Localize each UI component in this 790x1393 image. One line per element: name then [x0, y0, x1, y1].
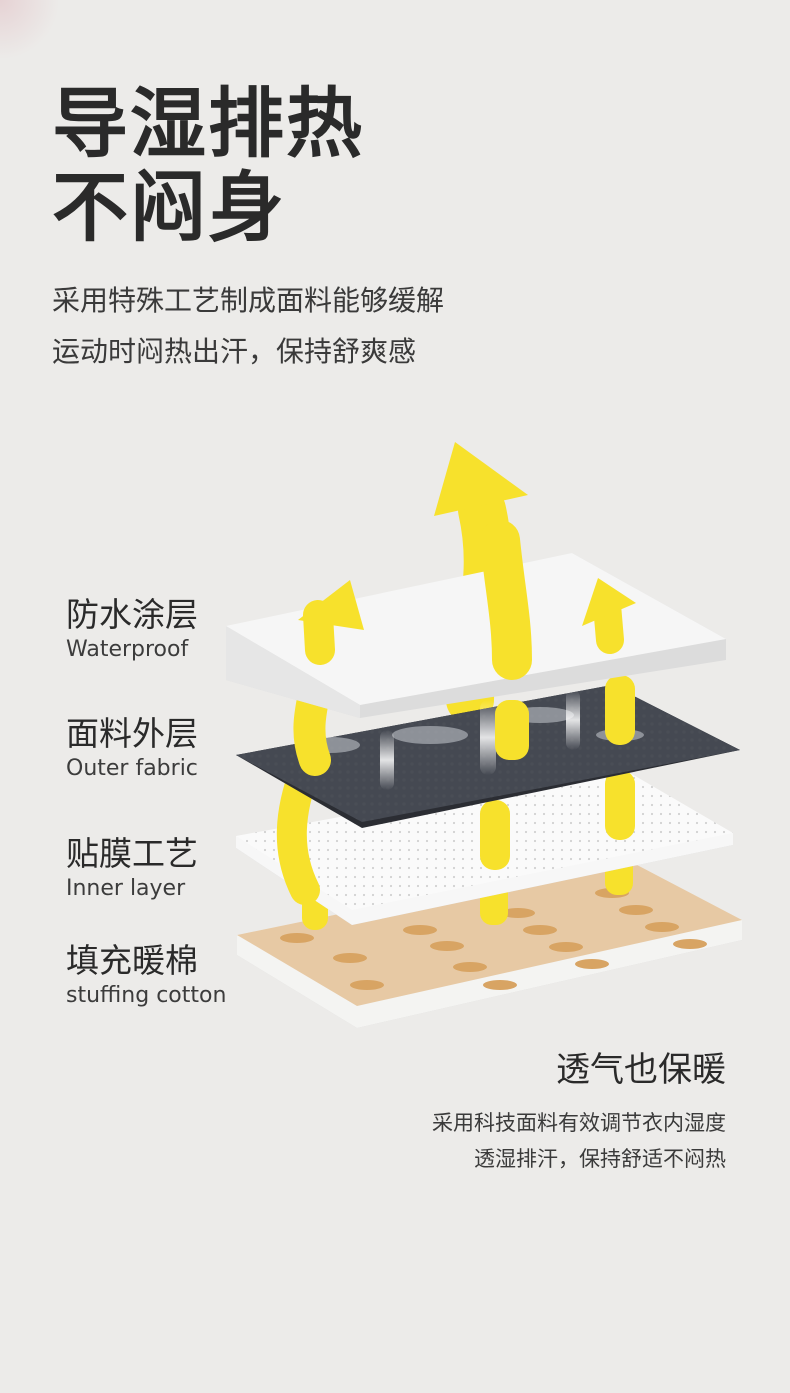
arrow-icon	[298, 520, 636, 680]
layer-label-waterproof: 防水涂层 Waterproof	[66, 595, 198, 663]
intro-line-1: 采用特殊工艺制成面料能够缓解	[52, 284, 445, 317]
layer-label-en: Inner layer	[66, 876, 186, 902]
headline-line-2: 不闷身	[52, 163, 286, 252]
corner-tint	[0, 0, 60, 60]
layer-label-zh: 防水涂层	[66, 595, 198, 634]
layer-label-zh: 面料外层	[66, 714, 198, 753]
footer-line-1: 采用科技面料有效调节衣内湿度	[432, 1111, 726, 1135]
footer-line-2: 透湿排汗，保持舒适不闷热	[474, 1147, 726, 1171]
layer-label-outer-fabric: 面料外层 Outer fabric	[66, 714, 198, 782]
waterproof-layer	[226, 553, 726, 718]
layer-label-en: Outer fabric	[66, 756, 198, 782]
layer-label-zh: 填充暖棉	[66, 941, 198, 980]
cotton-layer	[237, 856, 742, 1028]
layer-illustration	[226, 442, 742, 1028]
headline-line-1: 导湿排热	[52, 79, 364, 168]
layer-label-inner-layer: 贴膜工艺 Inner layer	[66, 834, 198, 902]
footer-title: 透气也保暖	[556, 1050, 726, 1090]
intro-line-2: 运动时闷热出汗，保持舒爽感	[52, 335, 417, 368]
layer-label-en: Waterproof	[66, 637, 189, 663]
layer-label-en: stuffing cotton	[66, 983, 227, 1009]
layer-label-stuffing-cotton: 填充暖棉 stuffing cotton	[66, 941, 227, 1009]
layer-label-zh: 贴膜工艺	[66, 834, 198, 873]
